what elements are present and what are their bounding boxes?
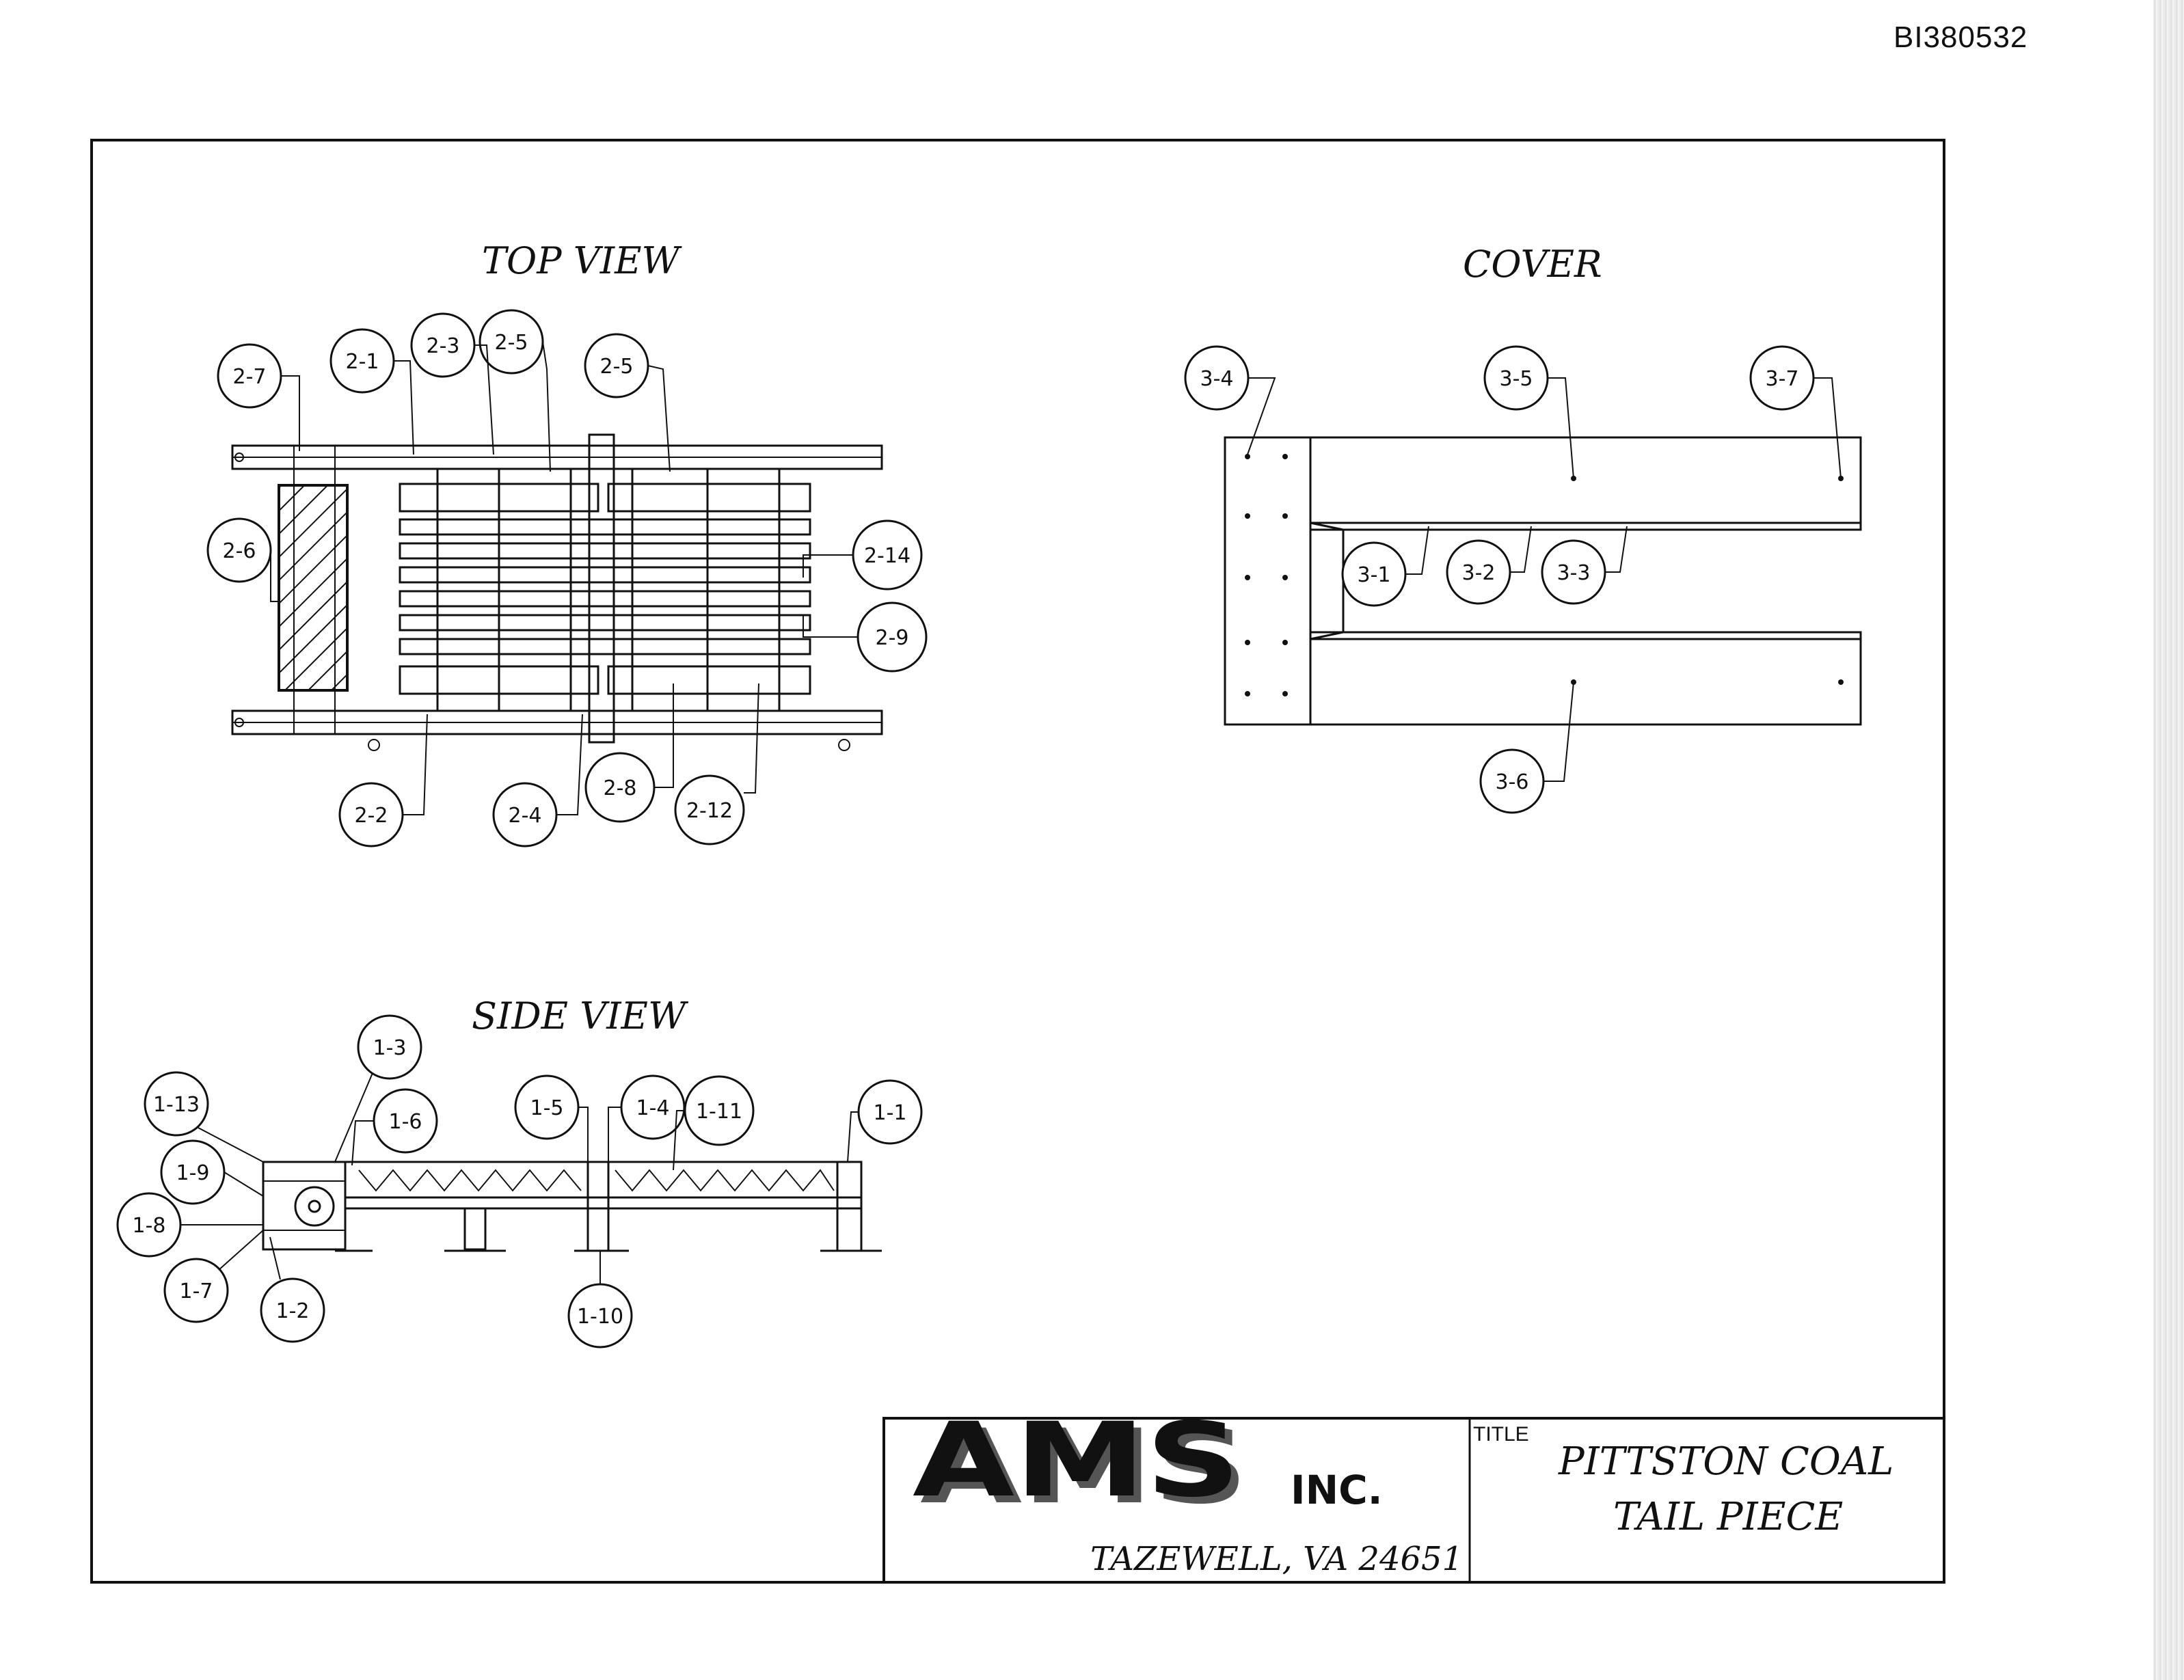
cover-top-arm — [1309, 436, 1862, 531]
callout-1-3: 1-3 — [373, 1036, 407, 1060]
company-location: TAZEWELL, VA 24651 — [1090, 1540, 1463, 1578]
company-logo-shadow: AMS — [920, 1408, 1248, 1527]
side-view-title: SIDE VIEW — [472, 994, 689, 1038]
callout-1-11: 1-11 — [696, 1100, 742, 1124]
callout-3-7: 3-7 — [1766, 367, 1799, 391]
callout-1-13: 1-13 — [153, 1093, 200, 1117]
callout-2-14: 2-14 — [864, 544, 911, 568]
callout-2-7: 2-7 — [233, 365, 267, 389]
company-logo: AMS — [913, 1401, 1241, 1520]
callout-2-8: 2-8 — [604, 776, 637, 800]
callout-1-2: 1-2 — [276, 1299, 310, 1323]
callout-3-4: 3-4 — [1200, 367, 1234, 391]
callout-3-2: 3-2 — [1462, 561, 1496, 585]
callout-2-5-right: 2-5 — [600, 355, 634, 379]
callout-2-1: 2-1 — [346, 350, 379, 374]
title-block: AMS AMS INC. TAZEWELL, VA 24651 TITLE PI… — [882, 1401, 1945, 1584]
cover-title: COVER — [1463, 243, 1602, 286]
callout-1-10: 1-10 — [577, 1305, 623, 1329]
callout-1-1: 1-1 — [874, 1101, 907, 1125]
cover-bottom-arm — [1309, 631, 1862, 726]
callout-2-3: 2-3 — [427, 334, 460, 358]
callout-1-9: 1-9 — [176, 1161, 210, 1185]
conveyor-frame — [344, 1161, 863, 1199]
cover-view: COVER — [1184, 243, 1862, 814]
tail-pulley-hatched — [278, 484, 349, 692]
drawing-title-line1: PITTSTON COAL — [1558, 1439, 1893, 1484]
cover-end-plate — [1224, 436, 1312, 726]
top-view: TOP VIEW — [206, 239, 928, 848]
callout-1-8: 1-8 — [133, 1214, 166, 1238]
callout-1-7: 1-7 — [180, 1279, 213, 1303]
callout-1-6: 1-6 — [389, 1110, 422, 1134]
callout-1-5: 1-5 — [530, 1096, 564, 1120]
callout-2-5-left: 2-5 — [495, 331, 528, 355]
callout-1-4: 1-4 — [636, 1096, 670, 1120]
company-suffix: INC. — [1291, 1467, 1383, 1513]
callout-2-4: 2-4 — [509, 804, 542, 828]
callout-2-2: 2-2 — [355, 804, 388, 828]
drawing-title-line2: TAIL PIECE — [1613, 1495, 1843, 1539]
document-id: BI380532 — [1893, 21, 2028, 54]
callout-3-1: 3-1 — [1358, 563, 1391, 587]
callout-3-5: 3-5 — [1500, 367, 1533, 391]
title-label: TITLE — [1473, 1423, 1529, 1446]
callout-3-3: 3-3 — [1557, 561, 1591, 585]
scan-edge — [2153, 0, 2184, 1680]
callout-2-6: 2-6 — [223, 539, 256, 563]
side-view: SIDE VIEW — [116, 994, 923, 1349]
callout-2-12: 2-12 — [686, 799, 733, 823]
top-view-title: TOP VIEW — [482, 239, 683, 282]
callout-2-9: 2-9 — [876, 626, 909, 650]
callout-3-6: 3-6 — [1496, 770, 1529, 794]
